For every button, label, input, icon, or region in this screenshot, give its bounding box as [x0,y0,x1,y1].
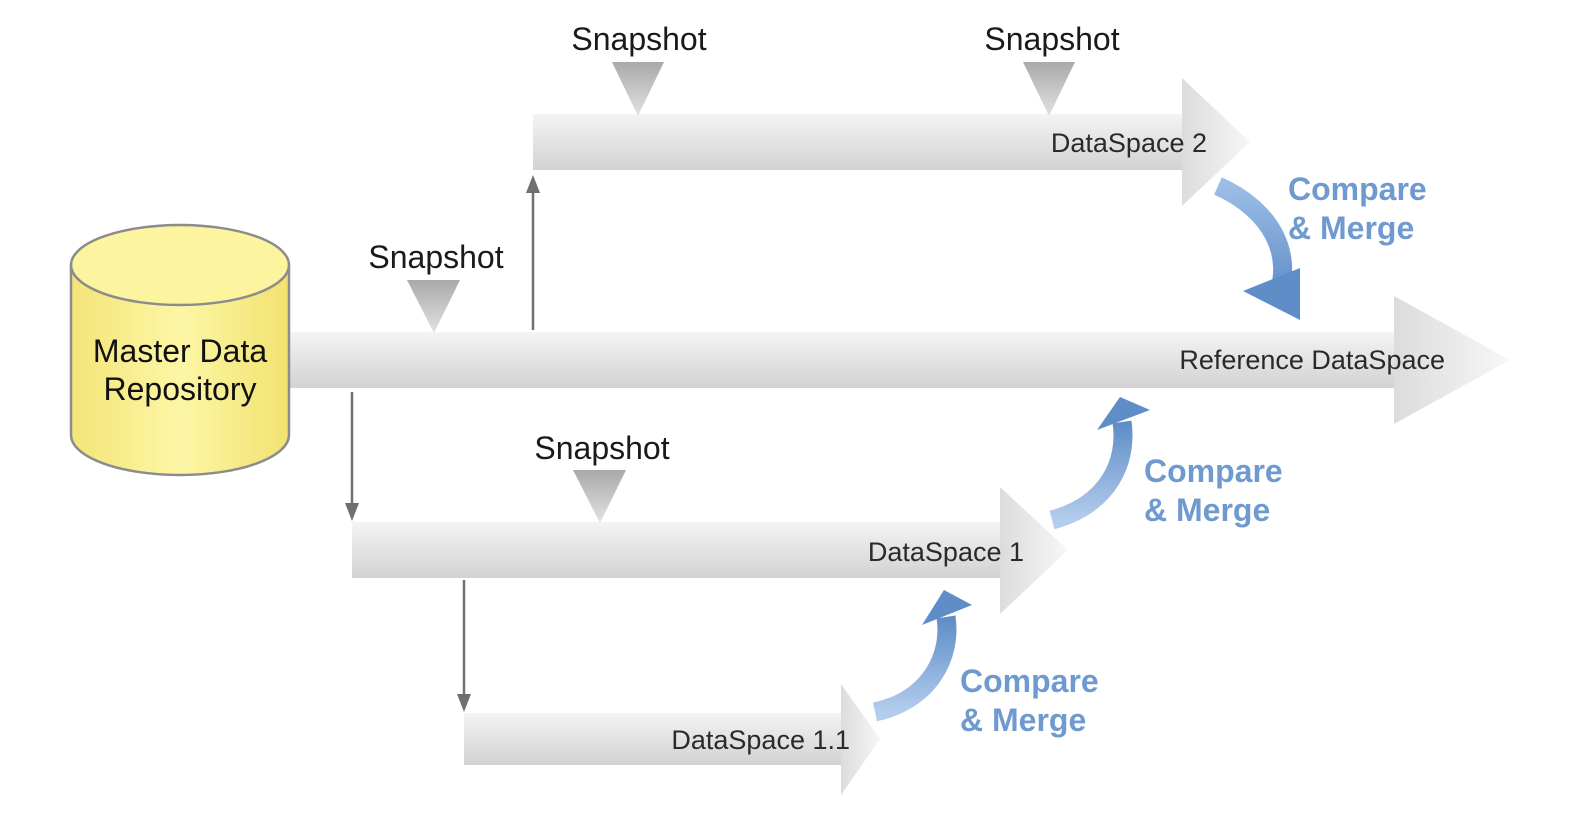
snapshot-marker-icon [612,62,664,116]
connector-arrowhead-down [345,503,359,521]
snapshot-ds1: Snapshot [534,430,670,523]
snapshot-ds2-second: Snapshot [984,21,1120,116]
compare-merge-label-line1: Compare [1288,171,1427,207]
compare-merge-arrowhead [1243,268,1300,320]
repository-label-line2: Repository [104,371,257,407]
repository-label-line1: Master Data [93,333,267,369]
ds1-band-label: DataSpace 1 [868,537,1024,567]
compare-merge-ds1-to-reference: Compare & Merge [1049,397,1283,530]
ds2-band-arrowhead [1182,78,1250,206]
ds1-band-body [352,522,1003,578]
reference-band-arrowhead [1394,296,1510,424]
connector-reference-to-ds1 [345,392,359,521]
snapshot-label: Snapshot [534,430,669,466]
branch-connectors [345,175,540,712]
compare-merge-ds2-to-reference: Compare & Merge [1213,171,1427,320]
dataspace-1-1-band: DataSpace 1.1 [464,684,880,795]
compare-merge-label-line2: & Merge [960,702,1086,738]
compare-merge-curved-arrow [1049,420,1133,530]
compare-merge-arrowhead [1097,397,1150,430]
master-data-repository: Master Data Repository [69,223,291,477]
compare-merge-label-line1: Compare [1144,453,1283,489]
reference-band-body [285,332,1397,388]
compare-merge-label-line2: & Merge [1144,492,1270,528]
dataspace-2-band: DataSpace 2 [533,78,1250,206]
connector-reference-to-ds2 [526,175,540,330]
repository-cylinder-top [69,223,291,307]
compare-merge-label-line2: & Merge [1288,210,1414,246]
snapshot-marker-icon [407,280,460,333]
snapshot-marker-icon [573,470,626,523]
snapshot-label: Snapshot [984,21,1119,57]
snapshot-ds2-first: Snapshot [571,21,707,116]
dataspace-1-band: DataSpace 1 [352,487,1068,614]
snapshot-marker-icon [1023,62,1075,116]
compare-merge-label-line1: Compare [960,663,1099,699]
connector-arrowhead-down [457,694,471,712]
ds2-band-label: DataSpace 2 [1051,128,1207,158]
snapshot-reference: Snapshot [368,239,504,333]
reference-band-label: Reference DataSpace [1179,345,1445,375]
snapshot-label: Snapshot [368,239,503,275]
snapshot-label: Snapshot [571,21,706,57]
connector-ds1-to-ds11 [457,580,471,712]
connector-arrowhead-up [526,175,540,193]
ds11-band-arrowhead [841,684,880,795]
compare-merge-arrowhead [922,590,972,625]
compare-merge-ds11-to-ds1: Compare & Merge [872,590,1099,738]
ds2-band-body [533,114,1185,170]
repository-cylinder-body [69,265,291,477]
compare-merge-curved-arrow [872,615,957,722]
reference-dataspace-band: Reference DataSpace [285,296,1510,424]
ds1-band-arrowhead [1000,487,1068,614]
ds11-band-body [464,713,844,765]
ds11-band-label: DataSpace 1.1 [671,725,850,755]
